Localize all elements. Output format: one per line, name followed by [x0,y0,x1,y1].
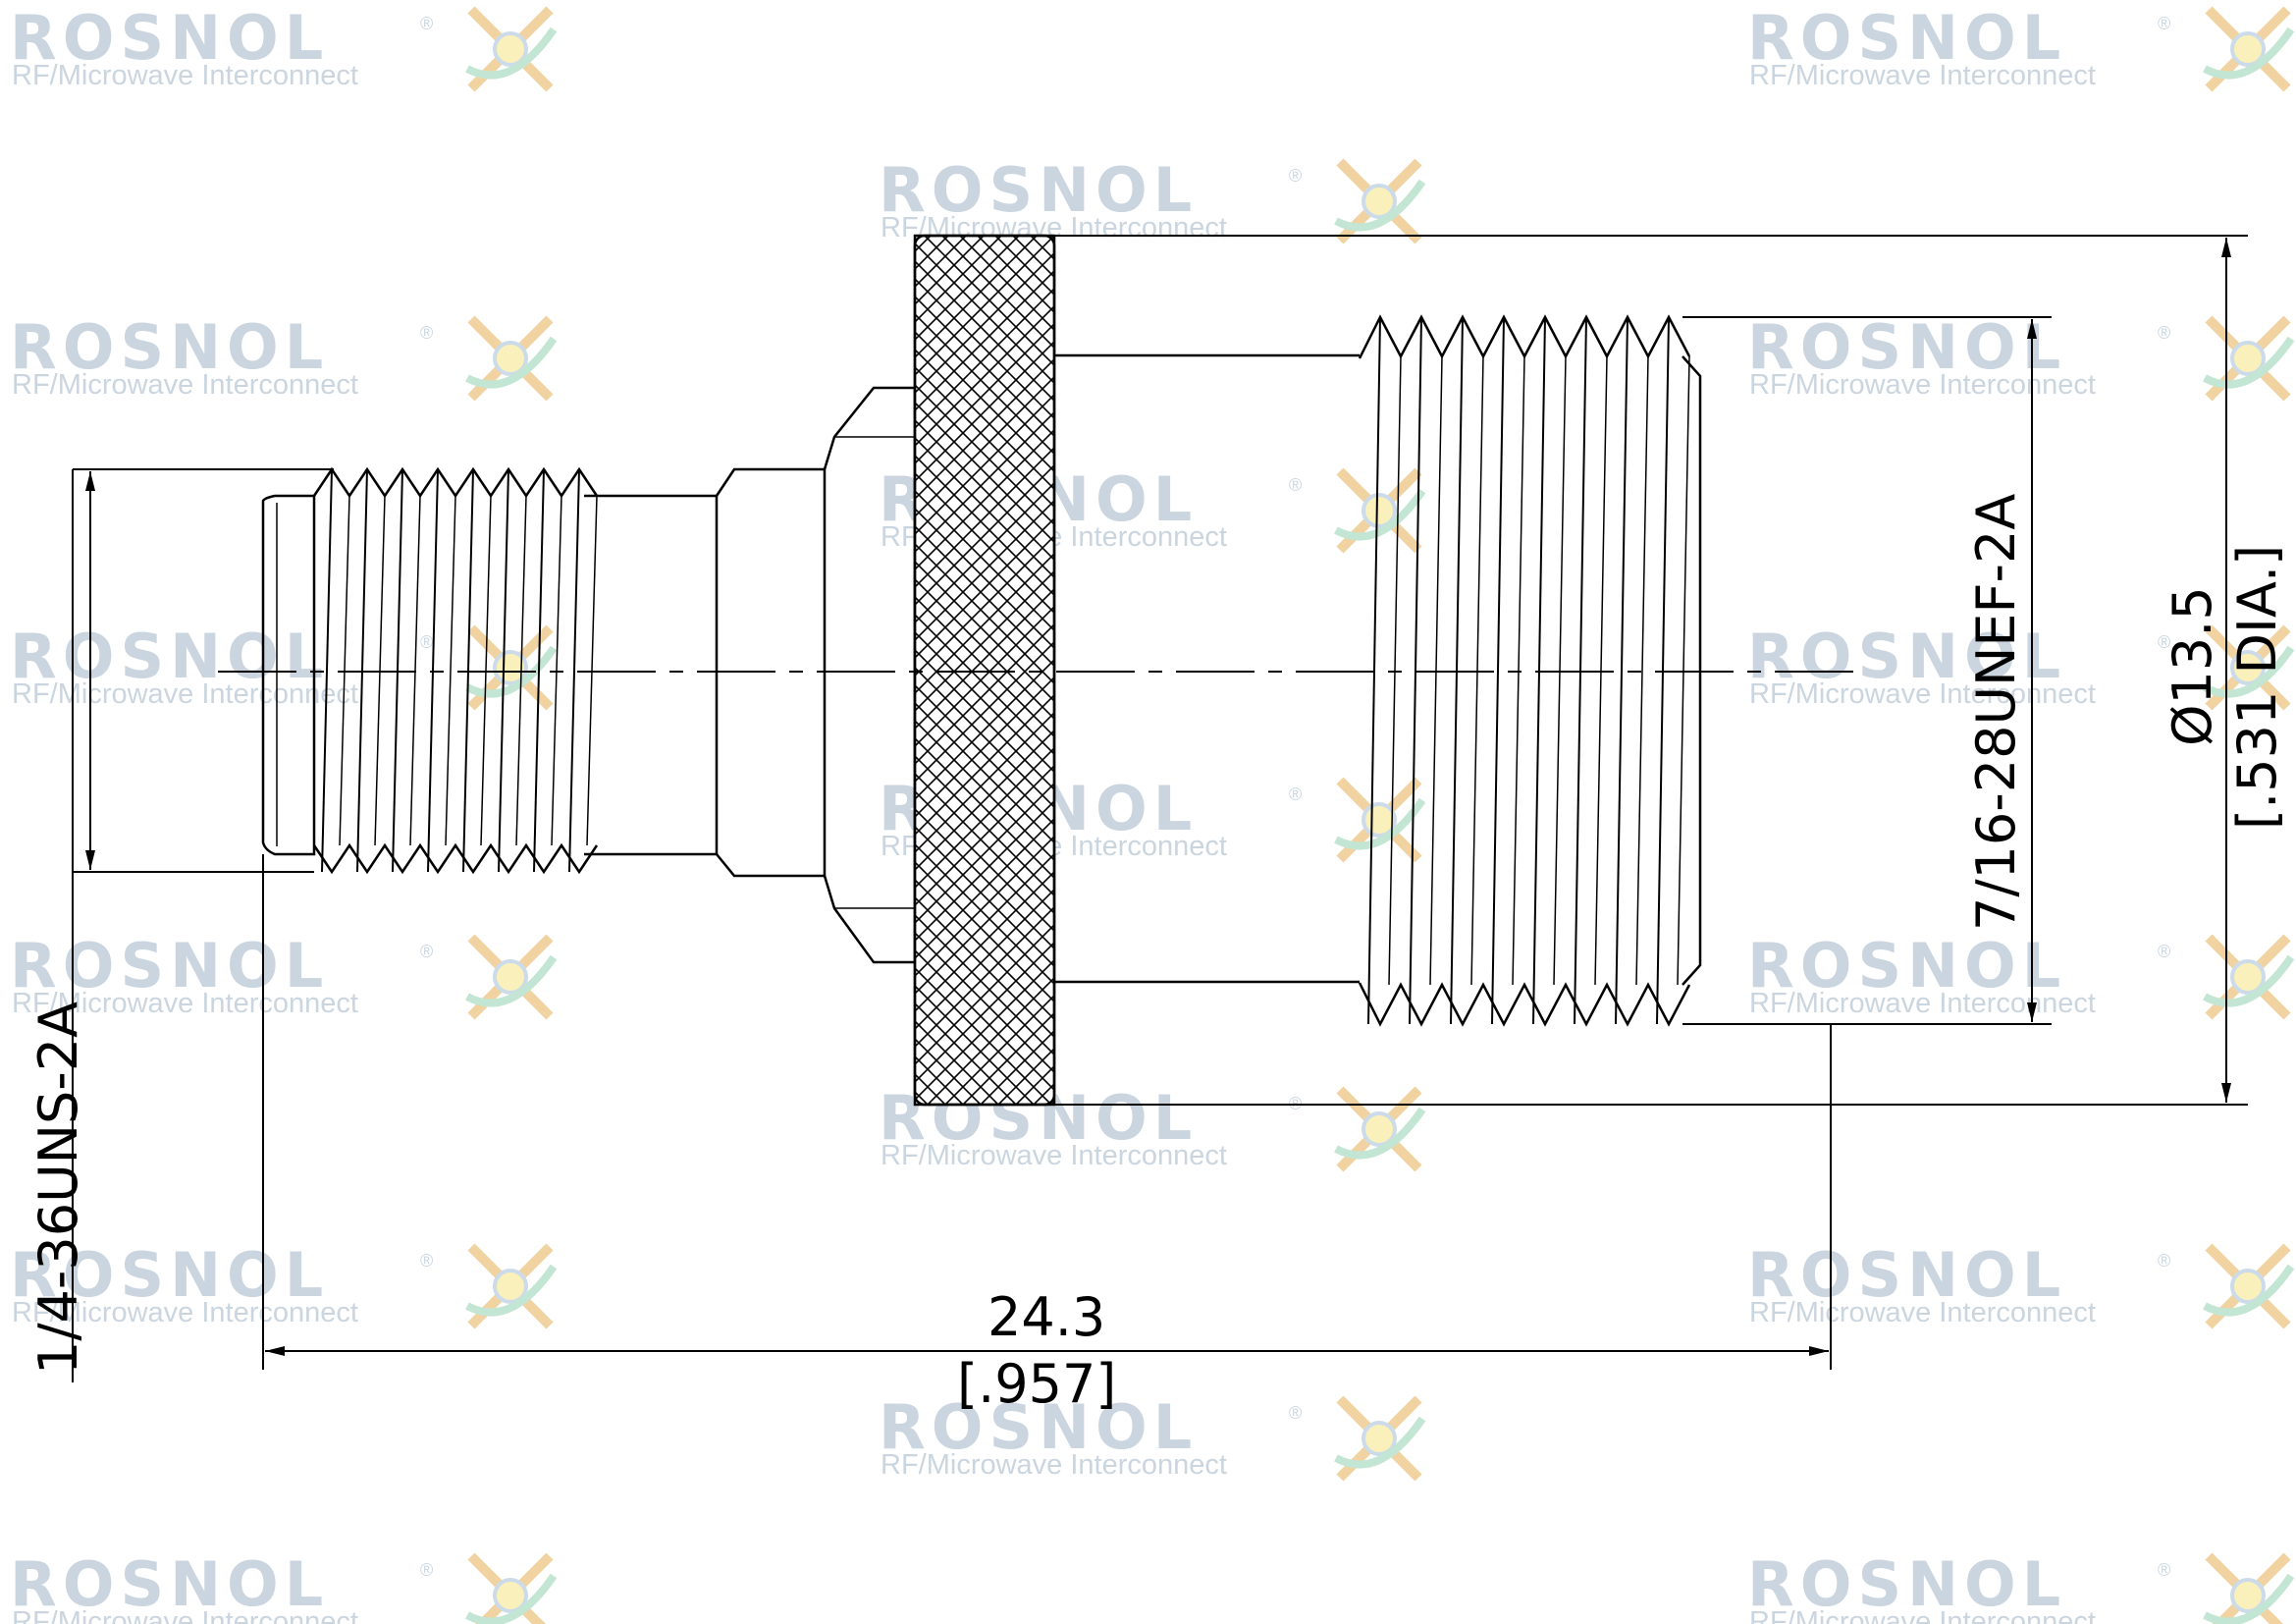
svg-text:RF/Microwave Interconnect: RF/Microwave Interconnect [12,1606,358,1624]
rosnol-star-logo-icon [465,1243,558,1329]
svg-text:ROSNOL: ROSNOL [10,2,329,74]
svg-text:®: ® [420,1560,433,1580]
watermark: ROSNOL ® RF/Microwave Interconnect [1747,1548,2295,1624]
svg-text:RF/Microwave Interconnect: RF/Microwave Interconnect [1749,60,2096,91]
svg-text:®: ® [420,323,433,343]
svg-text:RF/Microwave Interconnect: RF/Microwave Interconnect [881,1140,1227,1171]
rosnol-star-logo-icon [1334,467,1426,554]
rosnol-star-logo-icon [2203,934,2295,1020]
svg-text:ROSNOL: ROSNOL [10,621,329,692]
rosnol-star-logo-icon [465,315,558,402]
rosnol-star-logo-icon [1334,1086,1426,1172]
length-in-label: [.957] [957,1353,1116,1415]
watermark: ROSNOL ® RF/Microwave Interconnect [10,930,558,1020]
svg-text:®: ® [2158,14,2170,33]
length-mm-label: 24.3 [988,1286,1105,1348]
svg-text:RF/Microwave Interconnect: RF/Microwave Interconnect [12,988,358,1019]
watermark: ROSNOL ® RF/Microwave Interconnect [10,1239,558,1329]
svg-text:®: ® [420,942,433,961]
svg-text:RF/Microwave Interconnect: RF/Microwave Interconnect [881,1449,1227,1481]
watermark: ROSNOL ® RF/Microwave Interconnect [10,621,558,711]
dimension-lines [72,235,2248,1382]
right-thread-label: 7/16-28UNEF-2A [1965,494,2027,931]
svg-text:ROSNOL: ROSNOL [879,1391,1198,1463]
svg-text:®: ® [1289,1403,1302,1423]
diameter-in-label: [.531 DIA.] [2226,545,2288,830]
svg-text:ROSNOL: ROSNOL [1747,930,2066,1001]
rosnol-star-logo-icon [2203,6,2295,92]
svg-text:®: ® [2158,1251,2170,1271]
rosnol-star-logo-icon [465,934,558,1020]
watermark: ROSNOL ® RF/Microwave Interconnect [1747,311,2295,402]
svg-text:®: ® [1289,166,1302,186]
left-neck [584,494,719,856]
watermark: ROSNOL ® RF/Microwave Interconnect [1747,2,2295,92]
left-nose [261,494,316,856]
svg-text:RF/Microwave Interconnect: RF/Microwave Interconnect [12,678,358,710]
watermark: ROSNOL ® RF/Microwave Interconnect [1747,621,2295,711]
svg-text:ROSNOL: ROSNOL [10,1239,329,1311]
svg-text:®: ® [420,14,433,33]
left-thread-label: 1/4-36UNS-2A [27,1001,89,1375]
svg-text:ROSNOL: ROSNOL [10,311,329,383]
svg-text:RF/Microwave Interconnect: RF/Microwave Interconnect [1749,1606,2096,1624]
watermark: ROSNOL ® RF/Microwave Interconnect [10,1548,558,1624]
svg-text:®: ® [2158,1560,2170,1580]
watermark: ROSNOL®RF/Microwave Interconnect [879,154,1426,244]
svg-text:ROSNOL: ROSNOL [10,1548,329,1620]
watermark: ROSNOL ® RF/Microwave Interconnect [10,2,558,92]
main-body [1054,353,1360,984]
watermark: ROSNOL ® RF/Microwave Interconnect [10,311,558,402]
svg-text:®: ® [420,1251,433,1271]
rosnol-star-logo-icon [1334,777,1426,863]
watermark: ROSNOL ® RF/Microwave Interconnect [879,1391,1426,1482]
knurled-nut [913,234,1056,1107]
svg-text:®: ® [2158,942,2170,961]
connector-body [261,234,1702,1107]
rosnol-star-logo-icon [465,624,558,711]
svg-text:RF/Microwave Interconnect: RF/Microwave Interconnect [1749,1297,2096,1328]
svg-text:ROSNOL: ROSNOL [1747,621,2066,692]
svg-text:RF/Microwave Interconnect: RF/Microwave Interconnect [12,369,358,401]
rosnol-star-logo-icon [2203,624,2295,711]
rosnol-star-logo-icon [2203,1552,2295,1624]
rosnol-star-logo-icon [465,1552,558,1624]
watermark: ROSNOL ® RF/Microwave Interconnect [1747,1239,2295,1329]
rosnol-star-logo-icon [2203,1243,2295,1329]
svg-text:ROSNOL: ROSNOL [879,154,1198,226]
svg-text:RF/Microwave Interconnect: RF/Microwave Interconnect [12,60,358,91]
rosnol-star-logo-icon [1334,158,1426,244]
svg-text:ROSNOL: ROSNOL [1747,311,2066,383]
svg-text:®: ® [2158,323,2170,343]
svg-text:ROSNOL: ROSNOL [1747,1239,2066,1311]
svg-text:RF/Microwave Interconnect: RF/Microwave Interconnect [12,1297,358,1328]
svg-text:RF/Microwave Interconnect: RF/Microwave Interconnect [1749,988,2096,1019]
rosnol-star-logo-icon [1334,1395,1426,1482]
svg-text:®: ® [2158,632,2170,652]
watermark: ROSNOL ® RF/Microwave Interconnect [1747,930,2295,1020]
svg-text:RF/Microwave Interconnect: RF/Microwave Interconnect [1749,678,2096,710]
right-thread [1358,314,1702,1027]
svg-text:®: ® [1289,475,1302,495]
rosnol-star-logo-icon [2203,315,2295,402]
watermark-layer: ROSNOL®RF/Microwave InterconnectROSNOL®R… [10,2,2295,1624]
svg-text:ROSNOL: ROSNOL [1747,1548,2066,1620]
svg-text:RF/Microwave Interconnect: RF/Microwave Interconnect [1749,369,2096,401]
svg-text:ROSNOL: ROSNOL [1747,2,2066,74]
svg-text:®: ® [1289,785,1302,804]
diameter-mm-label: Ø13.5 [2162,586,2223,746]
rosnol-star-logo-icon [465,6,558,92]
svg-text:®: ® [420,632,433,652]
svg-text:ROSNOL: ROSNOL [10,930,329,1001]
